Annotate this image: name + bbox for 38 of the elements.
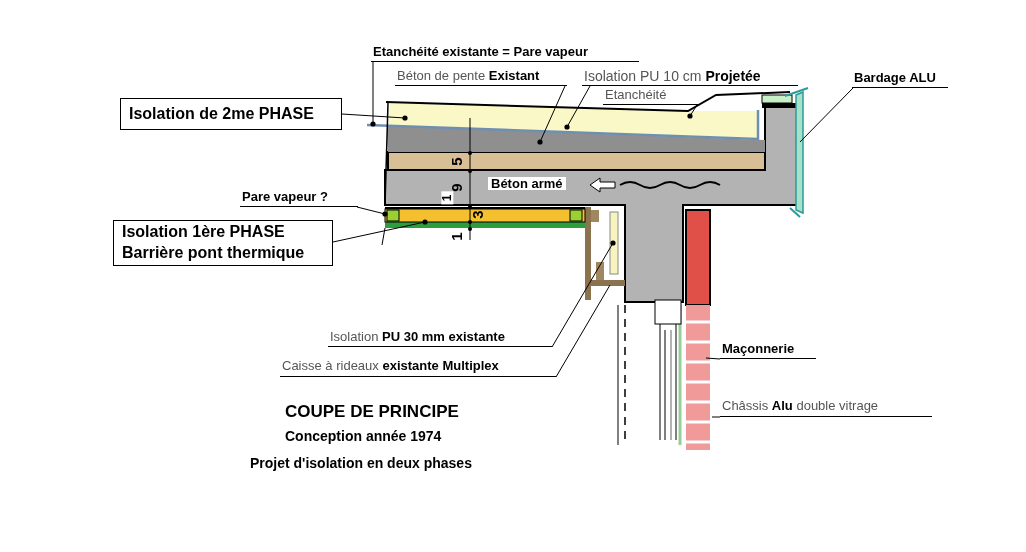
label-text: Isolation PU 30 mm existante	[330, 328, 506, 346]
label-text: Isolation 1ère PHASE	[122, 222, 286, 243]
label-text: Béton de pente Existant	[397, 67, 541, 85]
leader-line	[551, 240, 616, 348]
label: Projet d'isolation en deux phases	[250, 456, 472, 470]
leader-line	[687, 104, 698, 119]
label-text: Etanchéité	[605, 86, 668, 104]
label-text: Maçonnerie	[722, 340, 796, 358]
dimension-value: 1	[441, 191, 454, 205]
label-text: Barrière pont thermique	[122, 243, 306, 263]
leader-line	[341, 113, 408, 121]
insulation-layer	[384, 208, 586, 223]
label-text: Isolation de 2me PHASE	[129, 103, 315, 124]
title: COUPE DE PRINCIPE	[285, 403, 459, 420]
leader-line	[370, 61, 376, 127]
label-text: Bardage ALU	[854, 69, 937, 87]
leader-line	[537, 85, 566, 145]
leader-line	[356, 206, 388, 217]
dimension-value: 9	[448, 183, 464, 192]
leader-line	[799, 87, 854, 143]
leader-line	[711, 416, 721, 418]
label: Béton armé	[488, 177, 566, 190]
leader-line	[332, 219, 428, 243]
underlined-label	[582, 67, 798, 86]
label-text: Etanchéité existante = Pare vapeur	[373, 43, 589, 61]
dimension-value: 3	[469, 210, 485, 219]
dimension-value: 1	[448, 232, 464, 241]
dimension-value: 5	[448, 157, 464, 166]
leader-line	[705, 357, 721, 360]
label-text: Isolation PU 10 cm Projetée	[584, 66, 762, 86]
leader-line	[564, 85, 591, 130]
boxed-label	[120, 98, 342, 130]
label-text: Caisse à rideaux existante Multiplex	[282, 358, 500, 375]
boxed-label	[113, 220, 333, 266]
leader-line	[555, 284, 611, 378]
label: Conception année 1974	[285, 429, 442, 443]
label-text: Pare vapeur ?	[242, 188, 329, 206]
label-text: Châssis Alu double vitrage	[722, 398, 880, 415]
